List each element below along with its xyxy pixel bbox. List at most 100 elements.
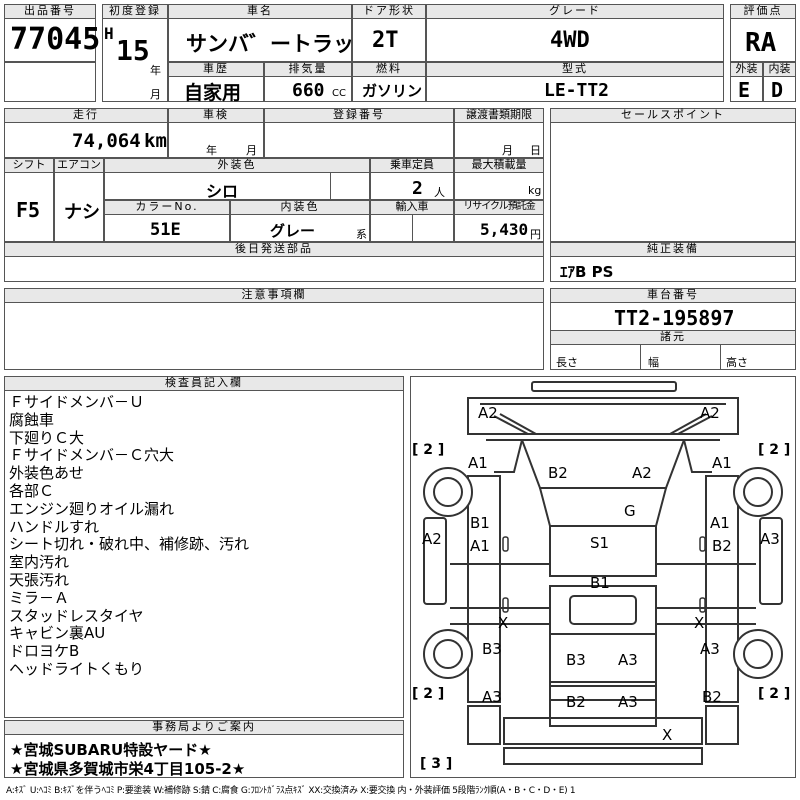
mileage-label: 走行 xyxy=(4,108,168,123)
fuel-label: 燃料 xyxy=(352,62,426,77)
max-load-label: 最大積載量 xyxy=(454,158,544,173)
reg-no-label: 登録番号 xyxy=(264,108,454,123)
lot-number-label: 出品番号 xyxy=(4,4,96,19)
shift: F5 xyxy=(16,198,41,222)
history: 自家用 xyxy=(184,82,242,104)
legend: A:ｷｽﾞ U:ﾍｺﾐ B:ｷｽﾞを伴うﾍｺﾐ P:要塗装 W:補修跡 S:錆 … xyxy=(6,786,576,796)
mileage-unit: km xyxy=(144,130,167,152)
damage-mark: B2 xyxy=(566,693,586,711)
damage-mark: B1 xyxy=(590,574,610,592)
first-reg-month-unit: 月 xyxy=(150,88,161,101)
damage-mark: A3 xyxy=(760,530,780,548)
exterior-label: 外装 xyxy=(730,62,763,77)
length-label: 長さ xyxy=(556,356,578,369)
inspector-note-line: エンジン廻りオイル漏れ xyxy=(9,499,175,518)
import-divider xyxy=(412,215,413,242)
damage-mark: A1 xyxy=(470,537,490,555)
shift-label: シフト xyxy=(4,158,54,173)
tire-rr-label: [ 2 ] xyxy=(758,686,791,702)
damage-mark: A1 xyxy=(712,454,732,472)
transfer-label: 譲渡書類期限 xyxy=(454,108,544,123)
first-reg-year: 15 xyxy=(116,34,150,67)
import-label: 輸入車 xyxy=(370,200,454,215)
int-color: グレー xyxy=(270,222,316,240)
displacement: 660 xyxy=(292,80,325,101)
ac: ナシ xyxy=(64,202,100,223)
lot-number-sub-box xyxy=(4,62,96,102)
damage-mark: A3 xyxy=(482,688,502,706)
later-parts-label: 後日発送部品 xyxy=(4,242,544,257)
damage-mark: B3 xyxy=(566,651,586,669)
inspector-note-line: 天張汚れ xyxy=(9,570,70,589)
damage-mark: X xyxy=(694,614,705,632)
office-line-2: ★宮城県多賀城市栄4丁目105-2★ xyxy=(10,760,246,778)
inspector-note-line: Ｆサイドメンバ－Ｕ xyxy=(9,393,145,411)
capacity-label: 乗車定員 xyxy=(370,158,454,173)
inspector-note-line: シート切れ・破れ中、補修跡、汚れ xyxy=(9,535,250,554)
grade-label: グレード xyxy=(426,4,724,19)
door-type: 2T xyxy=(372,28,399,53)
first-reg-label: 初度登録 xyxy=(102,4,168,19)
capacity: 2 xyxy=(412,178,423,199)
transfer-day-unit: 日 xyxy=(530,144,541,157)
ext-color: シロ xyxy=(206,182,239,201)
damage-mark: A1 xyxy=(710,514,730,532)
inspector-note-line: 外装色あせ xyxy=(9,464,85,483)
lot-number: 77045 xyxy=(10,22,101,57)
inspector-note-line: Ｆサイドメンバ－Ｃ穴大 xyxy=(9,446,175,465)
damage-mark: A2 xyxy=(422,530,442,548)
height-label: 高さ xyxy=(726,356,748,369)
equipment-label: 純正装備 xyxy=(550,242,796,257)
color-no: 51E xyxy=(150,220,181,240)
damage-mark: G xyxy=(624,502,636,520)
notes-label: 注意事項欄 xyxy=(4,288,544,303)
displacement-label: 排気量 xyxy=(264,62,352,77)
damage-mark: X xyxy=(662,726,673,744)
interior-score: D xyxy=(771,78,784,102)
tire-fl-label: [ 2 ] xyxy=(412,442,445,458)
inspector-note-line: ドロヨケB xyxy=(9,642,80,661)
fuel: ガソリン xyxy=(362,82,423,100)
inspector-note-line: ミラ－Ａ xyxy=(9,588,70,607)
recycle-unit: 円 xyxy=(530,228,541,241)
chassis-number: TT2-195897 xyxy=(614,306,735,330)
color-no-label: カラーNo. xyxy=(104,200,230,215)
damage-mark: A3 xyxy=(618,651,638,669)
dims-divider-1 xyxy=(640,345,641,370)
damage-mark: A3 xyxy=(700,640,720,658)
displacement-unit: CC xyxy=(332,88,346,99)
exterior-score: E xyxy=(738,78,751,102)
damage-mark: S1 xyxy=(590,534,610,552)
score-label: 評価点 xyxy=(730,4,796,19)
width-label: 幅 xyxy=(648,356,659,369)
transfer-month-unit: 月 xyxy=(502,144,513,157)
office-label: 事務局よりご案内 xyxy=(4,720,404,735)
truck-outline-diagram xyxy=(423,381,783,765)
damage-mark: A3 xyxy=(618,693,638,711)
recycle-label: リサイクル預託金 xyxy=(454,200,544,215)
interior-label: 内装 xyxy=(763,62,796,77)
car-name: サンバ゛ートラック xyxy=(186,32,375,56)
first-reg-era: H xyxy=(104,24,114,43)
dims-label: 諸元 xyxy=(550,330,796,345)
spare-tire-label: [ 3 ] xyxy=(420,756,453,772)
damage-mark: A2 xyxy=(632,464,652,482)
damage-mark: A2 xyxy=(700,404,720,422)
damage-mark: B2 xyxy=(702,688,722,706)
damage-mark: B3 xyxy=(482,640,502,658)
capacity-unit: 人 xyxy=(434,186,445,199)
ac-label: エアコン xyxy=(54,158,104,173)
inspection-month-unit: 月 xyxy=(246,144,257,157)
damage-mark: X xyxy=(498,614,509,632)
inspector-note-line: 室内汚れ xyxy=(9,553,70,572)
first-reg-year-unit: 年 xyxy=(150,64,161,77)
history-label: 車歴 xyxy=(168,62,264,77)
damage-diagram-box xyxy=(410,376,796,778)
score: RA xyxy=(745,28,777,58)
damage-mark: B2 xyxy=(548,464,568,482)
model-label: 型式 xyxy=(426,62,724,77)
damage-mark: A2 xyxy=(478,404,498,422)
grade: 4WD xyxy=(550,28,590,53)
inspector-note-line: 各部Ｃ xyxy=(9,481,55,500)
first-reg-box xyxy=(102,4,168,102)
